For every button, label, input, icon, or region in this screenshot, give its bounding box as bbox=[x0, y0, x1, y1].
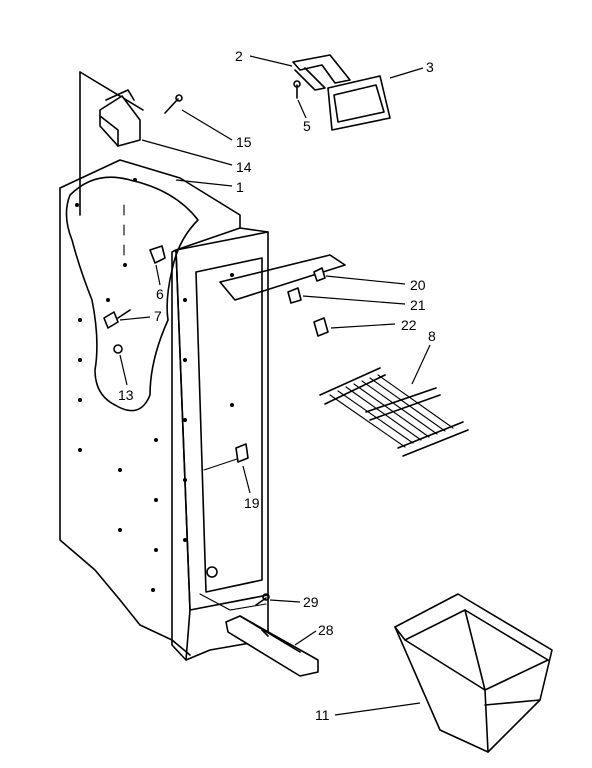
callout-21: 21 bbox=[410, 297, 426, 313]
shelf-support-clip bbox=[287, 287, 302, 304]
shelf-support-lower bbox=[313, 317, 329, 337]
upper-bracket bbox=[292, 54, 351, 91]
leader-lines bbox=[119, 55, 431, 716]
callout-1: 1 bbox=[236, 179, 244, 195]
side-plug bbox=[113, 344, 123, 354]
rail-screw bbox=[255, 593, 270, 606]
callout-6: 6 bbox=[156, 286, 164, 302]
shelf-plate bbox=[219, 254, 346, 301]
callout-22: 22 bbox=[401, 317, 417, 333]
bottom-rail bbox=[225, 615, 319, 677]
callout-14: 14 bbox=[236, 159, 252, 175]
hinge-screw bbox=[164, 94, 183, 114]
callout-15: 15 bbox=[236, 134, 252, 150]
liner-screw-holes bbox=[75, 178, 234, 592]
callout-3: 3 bbox=[426, 59, 434, 75]
bracket-screw bbox=[293, 80, 301, 99]
side-clip bbox=[149, 245, 166, 264]
shelf-support-upper bbox=[313, 267, 326, 282]
callout-8: 8 bbox=[428, 328, 436, 344]
inner-clip bbox=[235, 443, 249, 463]
callout-19: 19 bbox=[244, 495, 260, 511]
callout-5: 5 bbox=[303, 118, 311, 134]
hinge-bracket bbox=[99, 89, 141, 147]
light-shield bbox=[327, 75, 391, 131]
storage-bin bbox=[394, 593, 553, 753]
liner bbox=[59, 71, 269, 661]
callout-13: 13 bbox=[118, 387, 134, 403]
callout-29: 29 bbox=[303, 594, 319, 610]
callout-2: 2 bbox=[235, 48, 243, 64]
callout-11: 11 bbox=[315, 707, 330, 723]
side-screw bbox=[103, 309, 131, 329]
callout-28: 28 bbox=[318, 622, 334, 638]
wire-shelf bbox=[319, 367, 469, 457]
callout-20: 20 bbox=[410, 277, 426, 293]
callout-7: 7 bbox=[154, 308, 162, 324]
